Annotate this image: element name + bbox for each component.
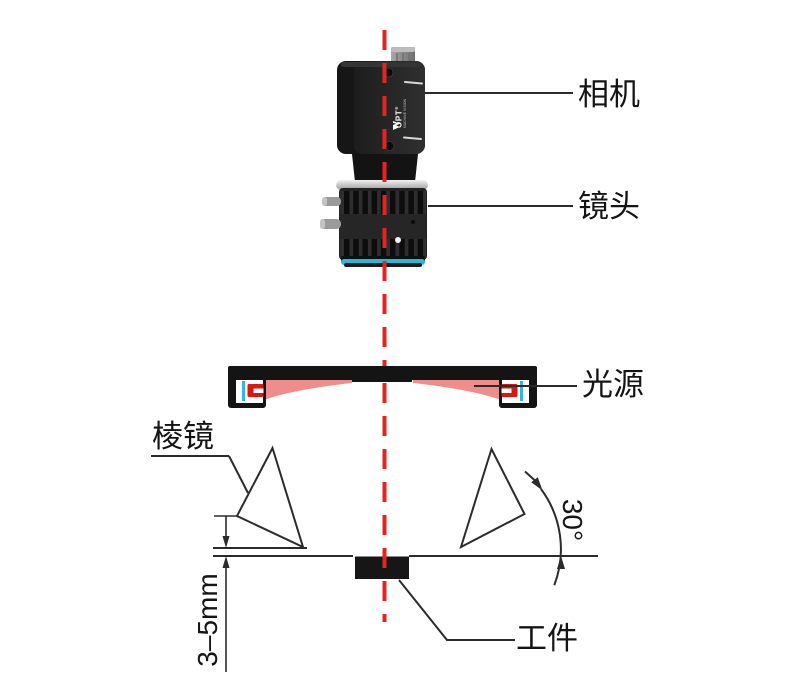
label-angle-dimension: 30° (557, 498, 588, 542)
line-art (151, 92, 598, 641)
arrow-arc-bottom (557, 556, 565, 569)
lens-thumb-screws (320, 197, 341, 229)
lens-illustration (320, 180, 428, 267)
angle-arc-extension (524, 470, 537, 482)
angle-arc (540, 488, 562, 586)
opt-tagline-text: MACHINE VISION (402, 98, 407, 128)
arrow-arc-top (531, 477, 543, 491)
leader-prism (228, 455, 249, 494)
label-gap-dimension: 3–5mm (192, 573, 223, 667)
prism-right (459, 446, 526, 549)
arrow-up (222, 556, 230, 568)
prism-left (235, 445, 305, 549)
label-prism: 棱镜 (152, 419, 214, 454)
workpiece-rect (355, 556, 409, 579)
arrow-down (222, 536, 230, 548)
leader-workpiece (398, 579, 515, 641)
label-light-source: 光源 (582, 367, 644, 402)
lens-index-dot (395, 237, 401, 243)
dimension-arrows (214, 477, 565, 672)
camera-illustration (337, 47, 425, 182)
label-lens: 镜头 (578, 189, 640, 224)
label-workpiece: 工件 (516, 621, 578, 656)
opt-logo: OPT® MACHINE VISION (393, 86, 409, 130)
label-camera: 相机 (578, 77, 640, 112)
